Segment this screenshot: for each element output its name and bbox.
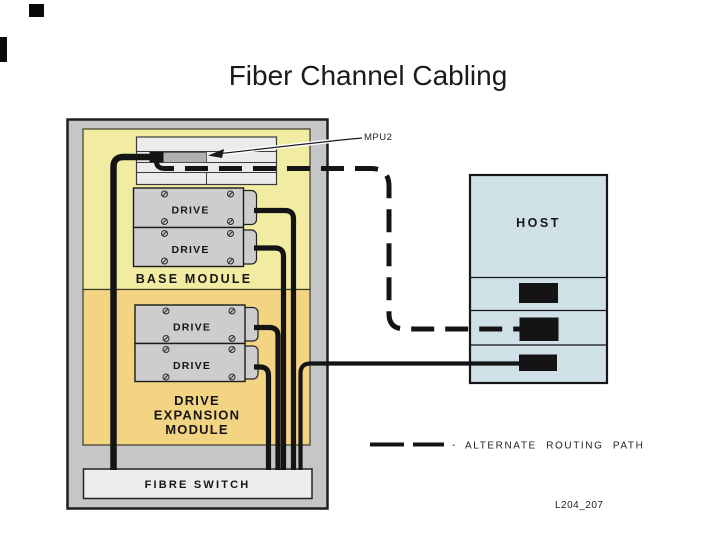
screw-icon [227,230,234,237]
base-drive-1: DRIVE [132,187,258,229]
cable-mpu2-to-switch [110,153,163,470]
fibre-switch-label: FIBRE SWITCH [145,479,251,491]
host: HOST [468,173,609,385]
screw-icon [161,218,168,225]
cable-base-drive1-to-switch [254,207,297,470]
page-title: Fiber Channel Cabling [228,60,508,91]
screw-icon [161,257,168,265]
expansion-module-label: DRIVE EXPANSION MODULE [154,393,240,437]
expansion-label-line: MODULE [165,422,229,437]
legend-label: ALTERNATE ROUTING PATH [465,441,644,452]
cable-exp-drive1-to-switch [254,324,281,470]
screw-icon [161,230,168,237]
screw-icon [228,307,236,315]
cables [110,152,521,470]
screw-icon [162,307,170,315]
slide-corner-artifact [29,4,44,17]
figure-id: L204_207 [555,500,604,511]
legend-dash-icon [370,442,404,447]
expansion-drive-2: DRIVE [134,342,259,383]
expansion-label-line: EXPANSION [154,408,240,423]
screw-icon [227,190,234,198]
screw-icon [227,218,234,225]
drive-body [134,304,246,345]
legend-alternate-routing-path: - ALTERNATE ROUTING PATH [370,440,644,452]
fibre-switch: FIBRE SWITCH [82,468,313,500]
drive-label: DRIVE [171,244,209,256]
slide-edge-artifact [0,37,7,62]
screw-icon [228,373,236,381]
mpu2-label: MPU2 [364,132,392,143]
drive-label: DRIVE [173,322,211,334]
screw-icon [228,346,236,353]
screw-icon [162,335,170,342]
cable-exp-drive2-to-switch [254,364,272,470]
drive-label: DRIVE [173,360,211,372]
expansion-drive-1: DRIVE [134,304,259,345]
drive-body [132,187,245,229]
screw-icon [161,190,168,198]
host-port-2 [519,317,559,341]
alternate-routing-path-dashed-cable [154,160,520,332]
mpu2-module [162,152,207,163]
drive-label: DRIVE [171,205,209,217]
mpu2-callout: MPU2 [208,132,392,158]
base-module-label: BASE MODULE [136,272,253,286]
arrowhead-icon [208,149,224,158]
legend-dash-icon [413,442,444,447]
host-label: HOST [516,216,561,230]
mpu2-cable-connector [149,152,164,162]
fibre-switch-body [82,468,313,500]
host-port-1 [519,283,558,303]
cable-base-drive2-to-switch [254,245,287,470]
screw-icon [162,346,170,353]
legend-separator: - [452,440,457,451]
base-drive-2: DRIVE [132,226,258,268]
callout-line [220,137,363,155]
screw-icon [162,373,170,381]
drive-body [132,226,245,268]
screw-icon [227,257,234,265]
host-body [468,173,609,385]
expansion-label-line: DRIVE [174,393,220,408]
screw-icon [228,335,236,342]
host-port-3 [519,354,557,371]
cable-switch-to-host [298,361,521,470]
drive-body [134,342,246,383]
